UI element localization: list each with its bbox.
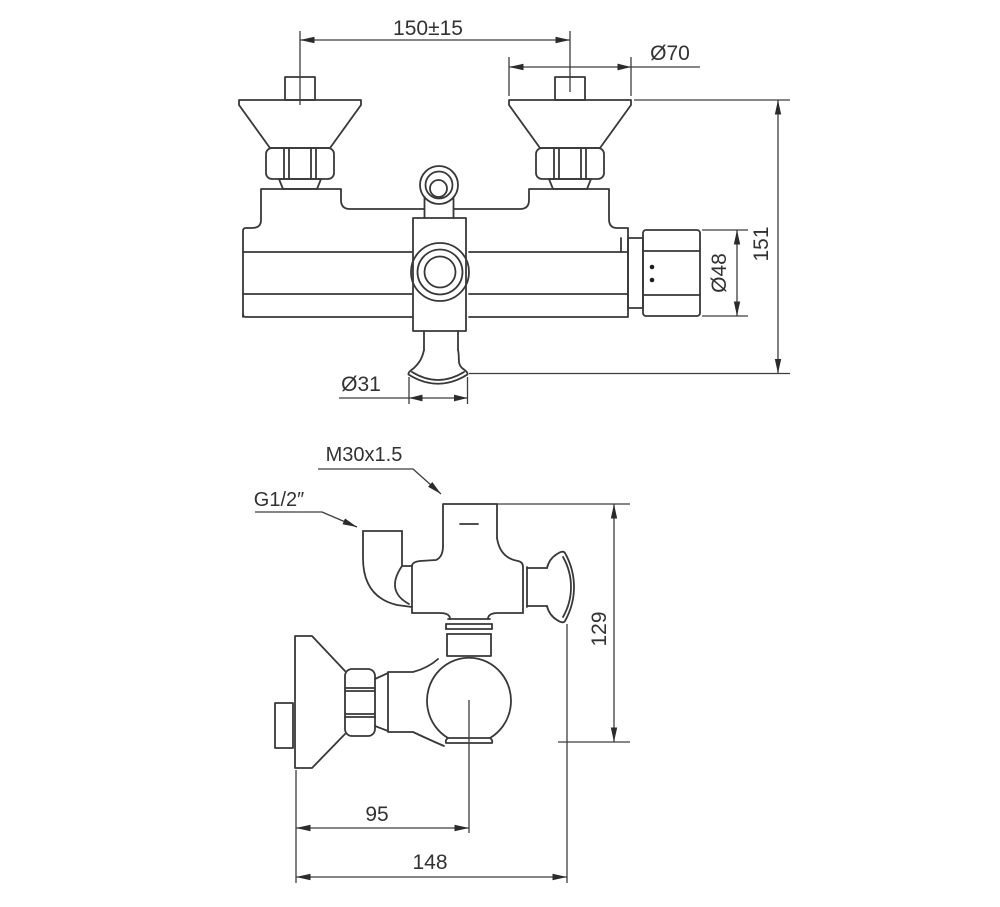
inlet-adapter-block xyxy=(387,658,445,747)
right-escutcheon-cone xyxy=(508,99,632,149)
body-right-profile xyxy=(453,188,629,318)
knob-grip-lines xyxy=(642,250,701,296)
elbow-inner-edge xyxy=(401,530,413,567)
diverter-knob-outer xyxy=(410,242,470,302)
dim-escutcheon-arrowhead xyxy=(617,63,631,71)
dim-label-escutcheon-diameter: Ø70 xyxy=(650,42,690,65)
left-escutcheon-cone xyxy=(238,99,362,149)
bell-knob-side xyxy=(526,550,575,624)
dim-spout-arrowhead-right xyxy=(454,394,468,402)
valve-housing xyxy=(411,537,524,620)
ring-stem xyxy=(423,196,455,219)
dim-label-center-distance: 150±15 xyxy=(393,17,463,40)
diverter-block xyxy=(412,217,467,332)
body-left-profile xyxy=(242,188,425,318)
shower-outlet-hole xyxy=(429,179,448,198)
inlet-nut-facets xyxy=(344,687,376,718)
body-bottom-edge xyxy=(242,313,413,318)
dim-wall-to-center: 95 xyxy=(295,700,470,883)
mixer-body xyxy=(242,188,629,318)
dim-label-wall-to-front: 148 xyxy=(412,851,447,874)
dim-side-height-extensions xyxy=(497,503,630,743)
neck-ring-edges xyxy=(445,623,493,630)
right-hex-nut xyxy=(535,147,605,180)
right-hex-nut-facets xyxy=(553,147,587,180)
left-hex-nut xyxy=(265,147,335,180)
housing-bottom-fillets xyxy=(411,612,524,620)
left-flange xyxy=(278,178,322,190)
center-diverter-assembly xyxy=(407,165,470,385)
body-inner-lines xyxy=(242,251,629,295)
callout-riser-thread: M30x1.5 xyxy=(318,444,442,495)
shower-outlet-ring-outer xyxy=(419,165,459,205)
dim-spout-extensions xyxy=(408,377,469,404)
dim-label-side-height: 129 xyxy=(588,611,611,646)
knob-dot-lower xyxy=(649,277,655,283)
inlet-escutcheon-side xyxy=(294,635,346,769)
right-flange xyxy=(548,178,592,190)
outlet-elbow xyxy=(362,530,413,608)
elbow-inner-curve xyxy=(394,565,410,605)
dim-label-spout-diameter: Ø31 xyxy=(341,373,381,396)
knob-dot-upper xyxy=(649,264,655,270)
front-view: 150±15 Ø70 Ø48 151 Ø31 xyxy=(238,17,790,404)
outlet-ball-assembly xyxy=(426,618,512,744)
dim-side-height: 129 xyxy=(497,503,630,743)
dim-label-wall-to-center: 95 xyxy=(365,803,388,826)
temperature-knob xyxy=(627,229,701,317)
dim-escutcheon-extensions xyxy=(508,57,632,96)
dim-label-knob-diameter: Ø48 xyxy=(708,253,731,293)
dim-spout-arrowhead-left xyxy=(409,394,423,402)
knob-connector xyxy=(627,237,644,309)
callout-inlet-thread: G1/2″ xyxy=(254,489,358,528)
elbow-outer-curve xyxy=(362,530,413,608)
bell-spout xyxy=(407,349,469,385)
ball-body xyxy=(426,656,512,739)
knob-cylinder xyxy=(642,229,701,317)
bell-knob-outline xyxy=(546,550,575,624)
side-view: M30x1.5 G1/2″ 129 95 148 xyxy=(254,444,630,883)
dim-center-distance: 150±15 xyxy=(299,17,571,105)
inlet-nut-collar xyxy=(374,672,389,732)
bell-knob-rim-line xyxy=(562,556,572,618)
dim-height-extensions xyxy=(469,99,790,375)
dim-overall-height: 151 xyxy=(469,99,790,375)
riser-connection xyxy=(442,503,498,547)
dim-knob-extensions xyxy=(702,229,748,317)
housing-right-profile xyxy=(496,537,524,614)
label-inlet-thread: G1/2″ xyxy=(254,489,304,511)
leader-riser-thread xyxy=(318,468,442,495)
inlet-mount xyxy=(274,635,445,769)
shower-outlet-ring-mid xyxy=(424,170,454,200)
neck-thread-ridges xyxy=(445,618,493,635)
bell-knob-neck xyxy=(526,567,548,607)
left-hex-nut-facets xyxy=(283,147,317,180)
housing-left-profile xyxy=(411,545,444,614)
inlet-hex-nut-side xyxy=(344,668,376,737)
right-wall-mount xyxy=(508,76,632,190)
label-riser-thread: M30x1.5 xyxy=(326,444,403,466)
diverter-knob-inner xyxy=(423,255,457,289)
ball-collar xyxy=(446,633,492,657)
bell-spout-rim xyxy=(411,371,465,381)
dim-center-distance-extensions xyxy=(299,31,571,105)
dim-knob-diameter: Ø48 xyxy=(702,229,748,317)
spout-neck xyxy=(423,330,459,351)
dim-spout-diameter: Ø31 xyxy=(339,373,469,404)
dim-escutcheon-diameter: Ø70 xyxy=(508,42,700,96)
diverter-knob-mid xyxy=(416,248,464,296)
wall-pipe-stub-side xyxy=(274,702,294,749)
dim-wall-to-front: 148 xyxy=(296,624,568,883)
leader-inlet-thread xyxy=(255,511,358,528)
dim-label-overall-height: 151 xyxy=(750,226,773,261)
riser-cylinder xyxy=(442,503,498,547)
